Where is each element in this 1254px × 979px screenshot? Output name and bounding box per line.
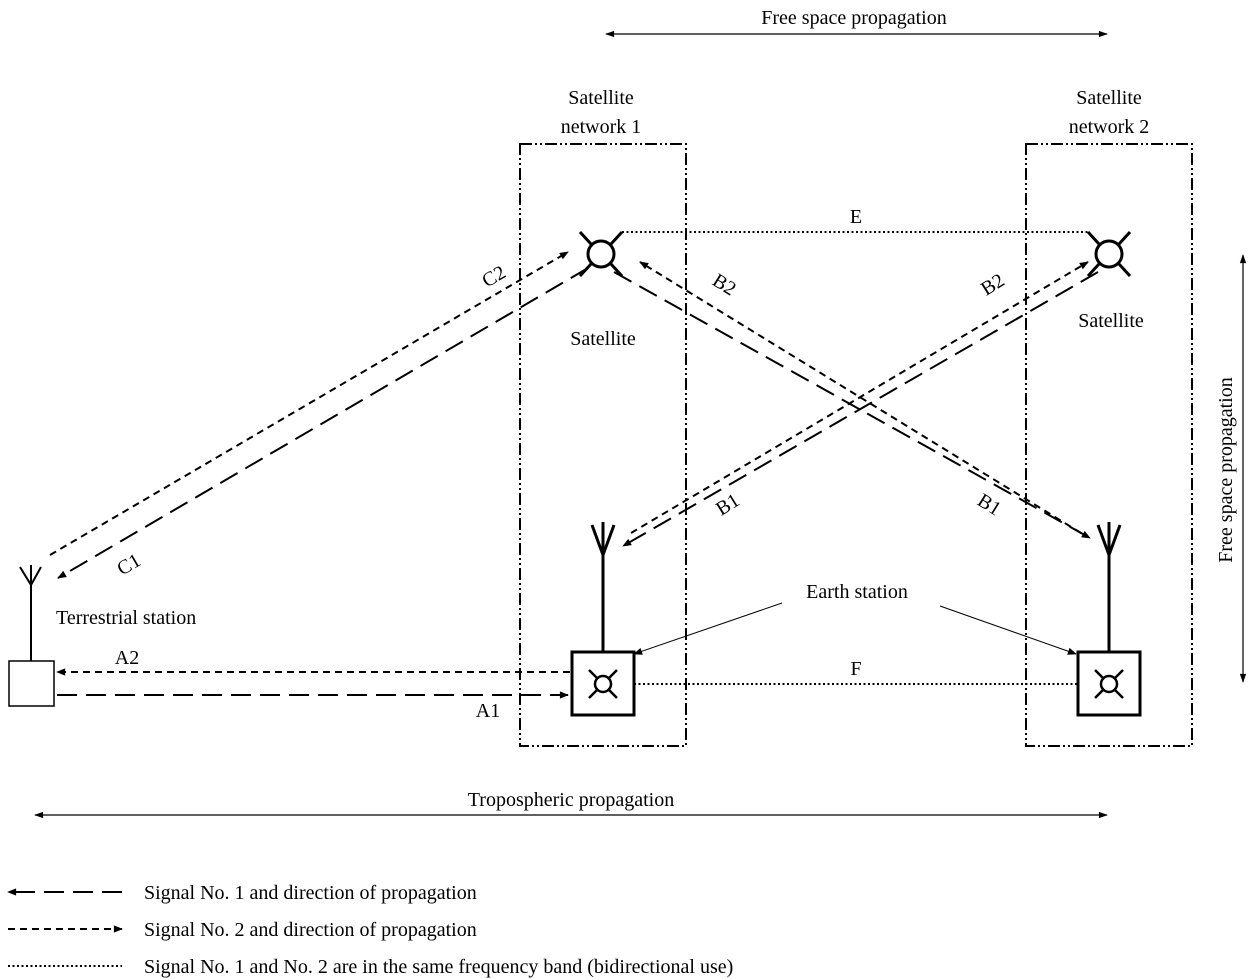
network-2-title-line1: Satellite <box>1076 87 1142 109</box>
terrestrial-station-icon <box>8 565 55 707</box>
tropospheric-label: Tropospheric propagation <box>468 789 674 811</box>
network-1-title-line2: network 1 <box>561 116 642 138</box>
earth-station-pointer-left <box>633 602 783 655</box>
link-b1-left-line <box>622 271 1099 547</box>
earth-station-1-antenna-icon <box>590 522 616 651</box>
link-b1-right-label: B1 <box>973 489 1004 520</box>
link-b2-left-label: B2 <box>708 269 739 300</box>
free-space-top-label: Free space propagation <box>761 7 946 29</box>
link-e-label: E <box>850 206 862 228</box>
earth-station-2-antenna-icon <box>1096 522 1122 651</box>
satellite-network-1-box <box>519 143 687 747</box>
link-f-label: F <box>850 658 861 680</box>
network-2-title-line2: network 2 <box>1069 116 1150 138</box>
satellite-1-icon <box>578 230 624 278</box>
satellite-1-label: Satellite <box>570 328 636 350</box>
terrestrial-station-label: Terrestrial station <box>56 607 196 629</box>
link-c2-label: C2 <box>478 261 509 292</box>
link-c1-label: C1 <box>113 549 144 580</box>
network-1-title-line1: Satellite <box>568 87 634 109</box>
earth-station-2-icon <box>1076 650 1142 717</box>
link-a2-label: A2 <box>115 647 139 669</box>
legend-text-signal-1: Signal No. 1 and direction of propagatio… <box>144 882 477 904</box>
link-c2-line <box>49 251 569 556</box>
earth-station-pointer-right <box>939 605 1077 655</box>
legend-text-shared-band: Signal No. 1 and No. 2 are in the same f… <box>144 956 733 978</box>
link-b1-left-label: B1 <box>712 489 743 520</box>
legend-item-signal-1: Signal No. 1 and direction of propagatio… <box>7 882 477 904</box>
link-b2-right-label: B2 <box>977 269 1008 300</box>
satellite-2-icon <box>1086 230 1132 278</box>
satellite-network-2-box <box>1025 143 1193 747</box>
link-a1-label: A1 <box>476 700 500 722</box>
link-b1-right-line <box>613 271 1091 539</box>
link-b2-right-line <box>630 261 1089 534</box>
free-space-right-label: Free space propagation <box>1215 377 1237 562</box>
link-c1-line <box>57 267 589 579</box>
earth-station-label: Earth station <box>806 581 908 603</box>
legend: Signal No. 1 and direction of propagatio… <box>7 882 733 978</box>
satellite-2-label: Satellite <box>1078 310 1144 332</box>
legend-item-signal-2: Signal No. 2 and direction of propagatio… <box>8 919 477 941</box>
legend-text-signal-2: Signal No. 2 and direction of propagatio… <box>144 919 477 941</box>
earth-station-1-icon <box>570 650 636 717</box>
legend-item-shared-band: Signal No. 1 and No. 2 are in the same f… <box>8 956 733 978</box>
